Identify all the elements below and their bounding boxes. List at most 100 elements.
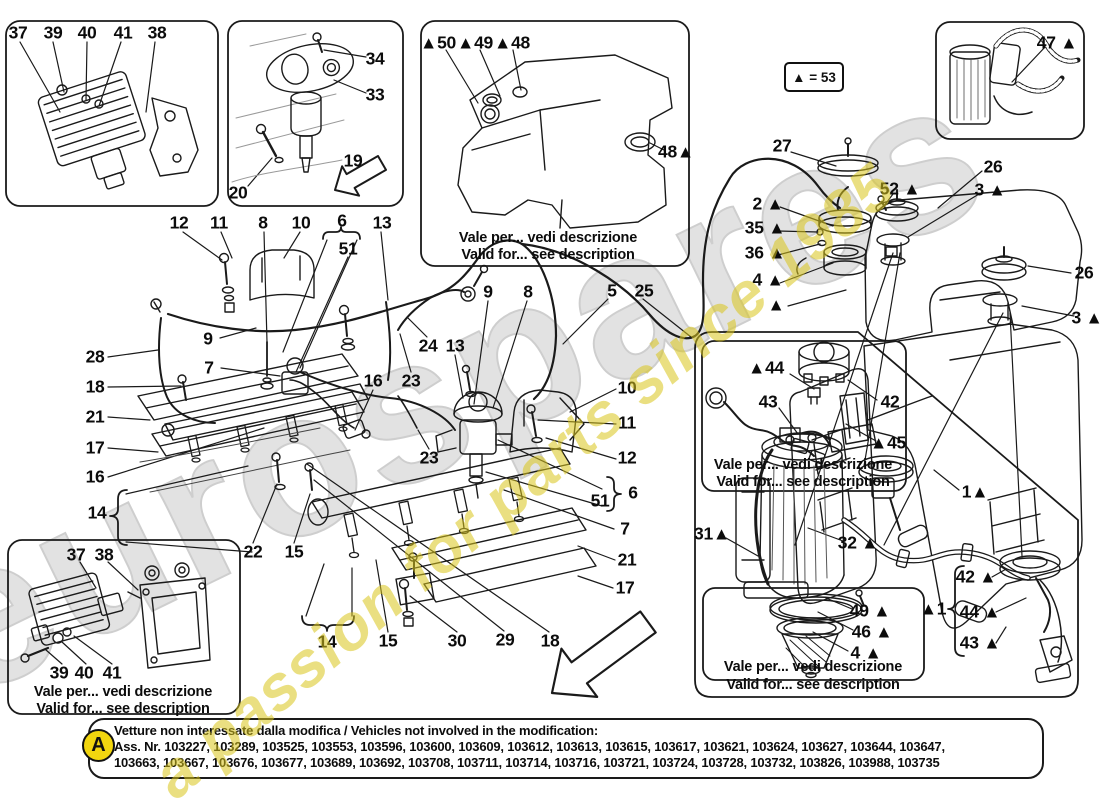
part-callout-37: 37 xyxy=(66,544,86,565)
filter-inset-drawing xyxy=(769,589,865,679)
part-callout-19: 19 xyxy=(343,150,363,171)
fuel-tank-drawing xyxy=(789,137,1083,629)
part-callout-9: 9 xyxy=(483,281,493,302)
part-callout-16: 16 xyxy=(85,466,105,487)
part-callout-1: ▲1 xyxy=(919,598,947,619)
part-callout-49: ▲49 xyxy=(457,32,493,53)
part-callout-42: 42 xyxy=(880,391,900,412)
inset-filter-frame xyxy=(702,587,925,681)
sensor-inset-desc-it: Vale per... vedi descrizione xyxy=(713,457,893,473)
direction-arrows xyxy=(334,155,657,699)
part-callout-13: 13 xyxy=(445,335,465,356)
triangle-legend: ▲ = 53 xyxy=(784,62,844,92)
part-callout-1: 1▲ xyxy=(961,481,989,502)
part-callout-18: 18 xyxy=(85,376,105,397)
part-callout-43: 43 ▲ xyxy=(959,632,1001,653)
big-arrow-icon xyxy=(550,610,657,699)
part-callout-31: 31▲ xyxy=(694,523,730,544)
ecu-inset-desc-en: Valid for... see description xyxy=(36,701,210,717)
part-callout-18: 18 xyxy=(540,630,560,651)
part-callout-38: 38 xyxy=(147,22,167,43)
part-callout-27: 27 xyxy=(772,135,792,156)
part-callout-triangle: ▲ xyxy=(767,294,785,315)
part-callout-25: 25 xyxy=(634,280,654,301)
part-callout-23: 23 xyxy=(401,370,421,391)
part-callout-6: 6 xyxy=(628,482,638,503)
part-callout-2: 2 ▲ xyxy=(752,193,784,214)
part-callout-14: 14 xyxy=(317,631,337,652)
part-callout-32: 32 ▲ xyxy=(837,532,879,553)
part-callout-5: 5 xyxy=(607,280,617,301)
part-callout-3: 3 ▲ xyxy=(974,179,1006,200)
pump-module-inset-drawing xyxy=(949,27,1081,125)
part-callout-6: 6 xyxy=(337,210,347,231)
engine-assembly-drawing xyxy=(137,157,842,627)
part-callout-40: 40 xyxy=(77,22,97,43)
part-callout-43: 43 xyxy=(758,391,778,412)
part-callout-16: 16 xyxy=(363,370,383,391)
part-callout-51: 51 xyxy=(590,490,610,511)
leader-lines xyxy=(19,41,1075,665)
grouping-braces xyxy=(109,226,965,657)
part-callout-23: 23 xyxy=(419,447,439,468)
filter-inset-desc-en: Valid for... see description xyxy=(726,677,900,693)
part-callout-48: 48▲ xyxy=(658,141,694,162)
part-callout-3: 3 ▲ xyxy=(1071,307,1100,328)
part-callout-26: 26 xyxy=(1074,262,1094,283)
part-callout-10: 10 xyxy=(617,377,637,398)
part-callout-11: 11 xyxy=(618,412,636,433)
filler-sensor-drawing xyxy=(231,32,355,183)
part-callout-48: ▲48 xyxy=(494,32,530,53)
note-assembly-numbers-1: Ass. Nr. 103227, 103289, 103525, 103553,… xyxy=(114,739,945,754)
part-callout-33: 33 xyxy=(365,84,385,105)
part-callout-10: 10 xyxy=(291,212,311,233)
inset-ecu-top-frame xyxy=(5,20,219,207)
part-callout-17: 17 xyxy=(615,577,635,598)
part-callout-39: 39 xyxy=(43,22,63,43)
inset-ecu-bottom-frame xyxy=(7,539,241,715)
part-callout-29: 29 xyxy=(495,629,515,650)
filter-inset-desc-it: Vale per... vedi descrizione xyxy=(723,659,903,675)
part-callout-28: 28 xyxy=(85,346,105,367)
part-callout-44: 44 ▲ xyxy=(959,601,1001,622)
part-callout-21: 21 xyxy=(85,406,105,427)
part-callout-44: ▲44 xyxy=(748,357,784,378)
right-section-frame xyxy=(694,331,1079,698)
fuel-pump-sender-drawing xyxy=(735,427,1073,684)
inset-arrow-icon xyxy=(334,155,387,197)
part-callout-47: 47 ▲ xyxy=(1036,32,1078,53)
part-callout-8: 8 xyxy=(523,281,533,302)
part-callout-49: 49 ▲ xyxy=(849,600,891,621)
part-callout-9: 9 xyxy=(203,328,213,349)
part-callout-15: 15 xyxy=(284,541,304,562)
part-callout-36: 36 ▲ xyxy=(744,242,786,263)
part-callout-7: 7 xyxy=(204,357,214,378)
part-callout-40: 40 xyxy=(74,662,94,683)
part-callout-24: 24 xyxy=(418,335,438,356)
part-callout-45: ▲45 xyxy=(870,432,906,453)
part-callout-8: 8 xyxy=(258,212,268,233)
inset-frames xyxy=(5,20,1085,715)
note-badge-a: A xyxy=(82,729,115,762)
part-callout-17: 17 xyxy=(85,437,105,458)
part-callout-12: 12 xyxy=(617,447,637,468)
ecu-bottom-drawing xyxy=(20,562,211,669)
ecu-top-drawing xyxy=(37,71,199,190)
part-callout-30: 30 xyxy=(447,630,467,651)
sensor-inset-desc-en: Valid for... see description xyxy=(716,474,890,490)
inset-pump-module-frame xyxy=(935,21,1085,140)
part-callout-26: 26 xyxy=(983,156,1003,177)
triangle-legend-text: ▲ = 53 xyxy=(792,69,836,85)
note-assembly-numbers-2: 103663, 103667, 103676, 103677, 103689, … xyxy=(114,755,940,770)
part-callout-39: 39 xyxy=(49,662,69,683)
part-callout-35: 35 ▲ xyxy=(744,217,786,238)
part-callout-41: 41 xyxy=(113,22,133,43)
part-callout-22: 22 xyxy=(243,541,263,562)
part-callout-51: 51 xyxy=(338,238,358,259)
tank-inset-drawing xyxy=(457,54,673,229)
part-callout-37: 37 xyxy=(8,22,28,43)
part-callout-34: 34 xyxy=(365,48,385,69)
inset-filler-frame xyxy=(227,20,404,207)
